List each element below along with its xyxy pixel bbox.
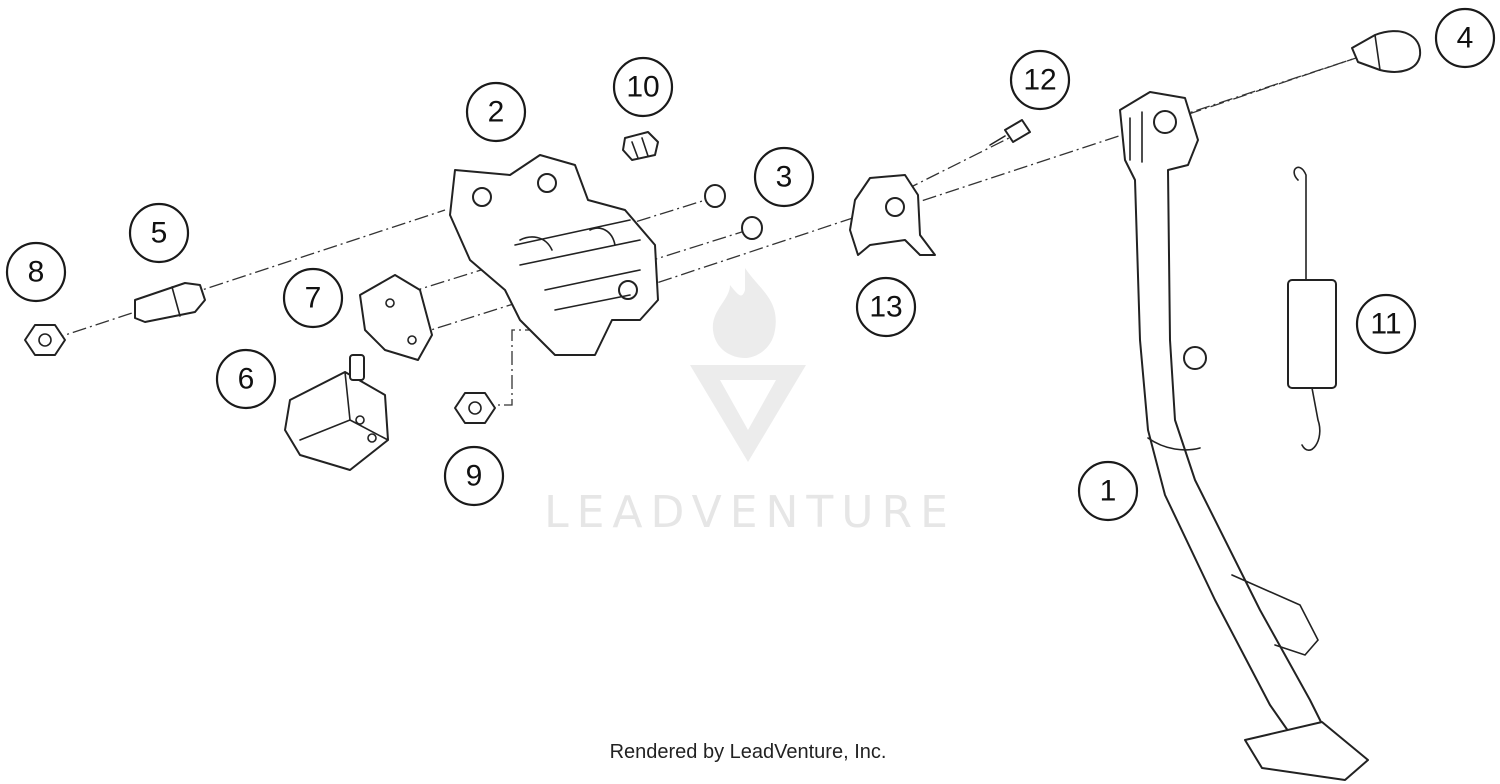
callout-3: 3	[753, 146, 815, 208]
callout-10: 10	[612, 56, 674, 118]
svg-text:9: 9	[466, 460, 483, 493]
svg-text:7: 7	[305, 282, 322, 315]
svg-text:3: 3	[776, 161, 793, 194]
svg-text:8: 8	[28, 256, 45, 289]
callout-11: 11	[1355, 293, 1417, 355]
callout-7: 7	[282, 267, 344, 329]
svg-text:2: 2	[488, 96, 505, 129]
part-1-side-stand	[1119, 91, 1369, 781]
part-5-sleeve	[134, 282, 206, 323]
watermark-v-icon	[690, 365, 806, 462]
callout-13: 13	[855, 276, 917, 338]
callout-4: 4	[1434, 7, 1496, 69]
part-12-screw	[989, 119, 1031, 146]
part-2-bracket	[449, 154, 659, 356]
svg-text:1: 1	[1100, 475, 1117, 508]
callout-2: 2	[465, 81, 527, 143]
svg-text:4: 4	[1457, 22, 1474, 55]
svg-text:10: 10	[626, 71, 659, 104]
part-11-spring	[1287, 166, 1337, 452]
part-8-nut	[24, 324, 66, 356]
callout-8: 8	[5, 241, 67, 303]
callout-9: 9	[443, 445, 505, 507]
svg-text:6: 6	[238, 363, 255, 396]
part-9-nut	[454, 392, 496, 424]
callout-12: 12	[1009, 49, 1071, 111]
callout-5: 5	[128, 202, 190, 264]
watermark: LEADVENTURE	[544, 268, 956, 538]
callout-6: 6	[215, 348, 277, 410]
watermark-text: LEADVENTURE	[544, 487, 956, 538]
part-4-cap	[1351, 30, 1422, 73]
svg-text:11: 11	[1370, 308, 1401, 341]
part-7-holder	[359, 274, 433, 361]
credit-text: Rendered by LeadVenture, Inc.	[610, 741, 887, 763]
part-13-guard	[849, 174, 936, 256]
watermark-flame-icon	[712, 268, 776, 358]
svg-text:12: 12	[1023, 64, 1056, 97]
callout-1: 1	[1077, 460, 1139, 522]
svg-text:5: 5	[151, 217, 168, 250]
svg-text:13: 13	[869, 291, 902, 324]
part-3-bolts	[704, 184, 763, 240]
part-6-switch	[284, 354, 389, 471]
part-10-nut	[622, 131, 659, 161]
